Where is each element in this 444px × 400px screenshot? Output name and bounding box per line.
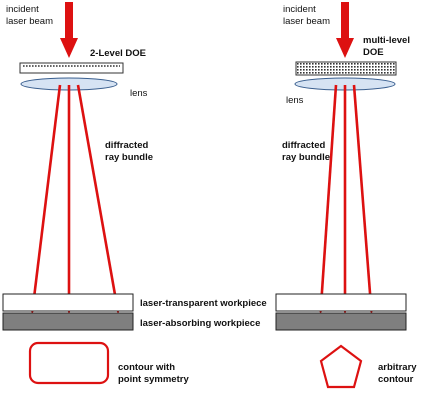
right-diffracted-rays bbox=[313, 84, 379, 314]
right-contour-label: arbitrary contour bbox=[378, 362, 419, 385]
right-incident-beam bbox=[336, 2, 354, 58]
right-lens-label: lens bbox=[286, 95, 304, 106]
right-contour-pentagon bbox=[319, 344, 363, 389]
right-doe-label: multi-level DOE bbox=[363, 35, 413, 58]
left-panel: incident laser beam 2-Level DOE lens d bbox=[2, 2, 189, 385]
right-absorbing-workpiece bbox=[275, 312, 407, 331]
left-transparent-workpiece bbox=[2, 293, 134, 312]
left-incident-beam bbox=[60, 2, 78, 58]
left-diffracted-rays bbox=[26, 84, 124, 314]
left-doe bbox=[19, 62, 124, 74]
left-incident-beam-label: incident laser beam bbox=[6, 4, 53, 27]
left-diffracted-label: diffracted ray bundle bbox=[105, 140, 153, 163]
right-incident-beam-label: incident laser beam bbox=[283, 4, 330, 27]
right-diffracted-label: diffracted ray bundle bbox=[282, 140, 330, 163]
right-panel: incident laser beam multi-level DOE lens bbox=[275, 2, 419, 389]
left-ray-3 bbox=[76, 84, 124, 314]
left-contour-label: contour with point symmetry bbox=[118, 362, 189, 385]
right-ray-3 bbox=[352, 84, 379, 314]
left-ray-1 bbox=[26, 84, 62, 314]
left-contour-rounded-rect bbox=[28, 341, 110, 385]
left-doe-label: 2-Level DOE bbox=[90, 48, 146, 59]
right-transparent-workpiece bbox=[275, 293, 407, 312]
right-doe bbox=[295, 61, 397, 76]
left-lens-label: lens bbox=[130, 88, 148, 99]
transparent-workpiece-label: laser-transparent workpiece bbox=[140, 298, 267, 309]
left-absorbing-workpiece bbox=[2, 312, 134, 331]
absorbing-workpiece-label: laser-absorbing workpiece bbox=[140, 318, 260, 329]
right-ray-1 bbox=[313, 84, 338, 314]
